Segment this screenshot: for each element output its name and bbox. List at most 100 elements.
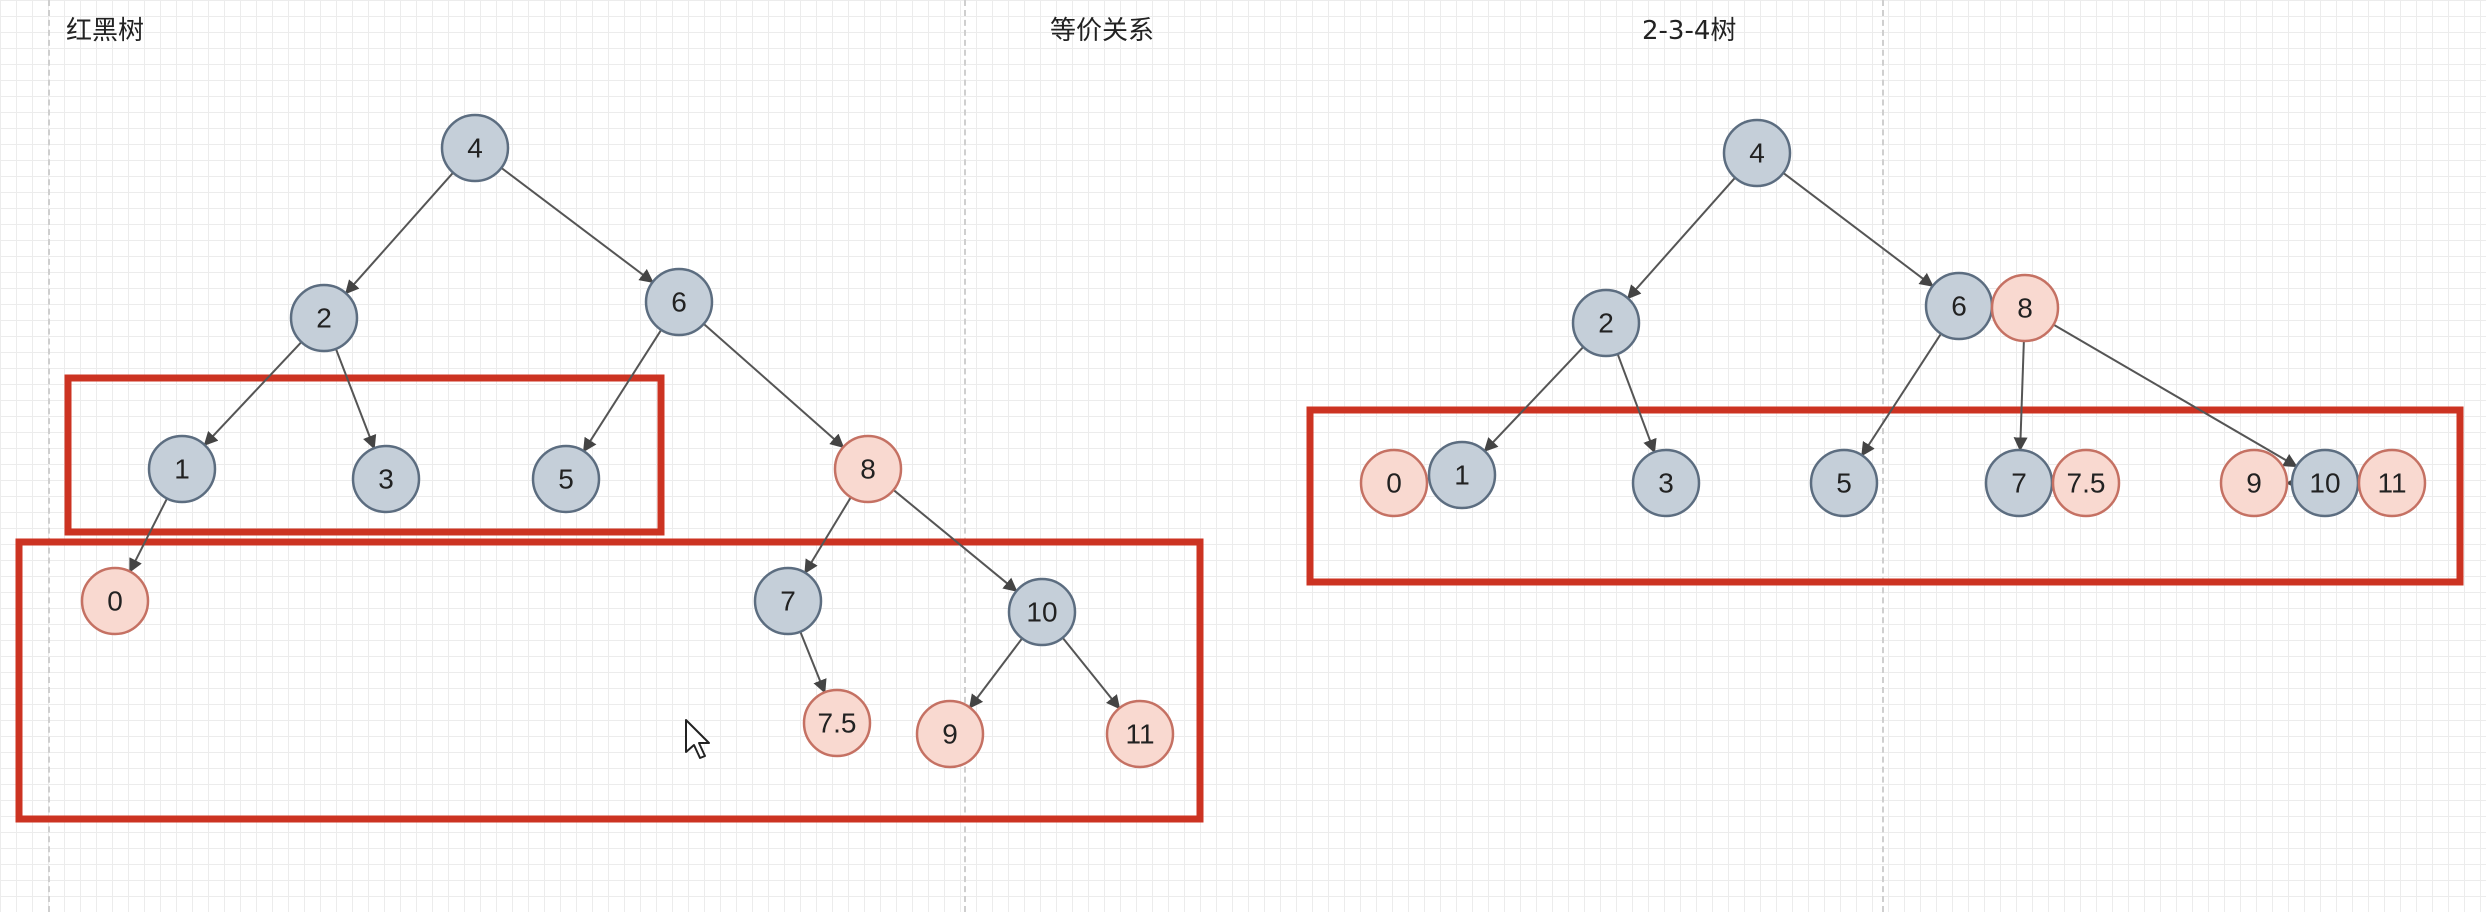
title-234-tree: 2-3-4树 (1642, 16, 1737, 46)
t234-edge-m2-m3 (1616, 353, 1657, 454)
t234-node-label-9: 9 (2246, 468, 2262, 499)
rb-edge-n8-n10 (892, 489, 1018, 592)
rb-node-label-7.5: 7.5 (818, 708, 857, 739)
rb-node-circle-0 (80, 566, 150, 636)
t234-node-circle-7.5 (2051, 448, 2121, 518)
rb-node-circle-9 (915, 699, 985, 769)
t234-node-label-8: 8 (2017, 293, 2033, 324)
t234-node-7: 7 (1984, 448, 2054, 518)
t234-node-circle-11 (2357, 448, 2427, 518)
rb-node-circle-1 (147, 434, 217, 504)
t234-node-label-4: 4 (1749, 138, 1765, 169)
rb-node-2: 2 (289, 283, 359, 353)
rb-edge-n6-n5 (582, 329, 663, 453)
rb-edge-n7-n75 (799, 631, 827, 694)
divider-line-middle (964, 0, 966, 912)
rb-node-label-0: 0 (107, 586, 123, 617)
rb-edge-n10-n9 (969, 637, 1023, 709)
rb-node-label-5: 5 (558, 464, 574, 495)
rb-edge-n2-n3 (334, 348, 377, 450)
t234-node-4: 4 (1722, 118, 1792, 188)
t234-node-circle-2 (1571, 288, 1641, 358)
t234-node-circle-9 (2219, 448, 2289, 518)
rb-node-circle-4 (440, 113, 510, 183)
rb-node-6: 6 (644, 267, 714, 337)
t234-node-5: 5 (1809, 448, 1879, 518)
t234-node-label-5: 5 (1836, 468, 1852, 499)
t234-node-11: 11 (2357, 448, 2427, 518)
rb-node-circle-7 (753, 566, 823, 636)
rb-edge-n6-n8 (703, 323, 845, 449)
t234-node-circle-5 (1809, 448, 1879, 518)
rb-node-7.5: 7.5 (802, 688, 872, 758)
t234-edge-m8-m7 (2013, 340, 2028, 452)
rb-edge-n8-n7 (804, 496, 852, 574)
rb-node-1: 1 (147, 434, 217, 504)
t234-node-3: 3 (1631, 448, 1701, 518)
highlight-box-1 (64, 374, 665, 536)
rb-node-label-1: 1 (174, 454, 190, 485)
rb-edge-n10-n11 (1061, 637, 1121, 710)
t234-node-6: 6 (1924, 271, 1994, 341)
t234-node-label-2: 2 (1598, 308, 1614, 339)
title-red-black-tree: 红黑树 (66, 16, 145, 46)
rb-node-circle-6 (644, 267, 714, 337)
rb-node-4: 4 (440, 113, 510, 183)
t234-node-1: 1 (1427, 440, 1497, 510)
divider-line-left (48, 0, 50, 912)
tree-nodes: 4 2 6 1 3 5 8 0 7 10 7.5 9 11 4 2 6 8 0 1 3 5 7 7.5 9 10 11 (80, 113, 2427, 769)
t234-node-circle-8 (1990, 273, 2060, 343)
rb-node-0: 0 (80, 566, 150, 636)
t234-edge-m4-m2 (1626, 177, 1736, 300)
rb-node-5: 5 (531, 444, 601, 514)
t234-node-label-7.5: 7.5 (2067, 468, 2106, 499)
t234-node-label-6: 6 (1951, 291, 1967, 322)
t234-node-7.5: 7.5 (2051, 448, 2121, 518)
rb-node-label-10: 10 (1026, 597, 1057, 628)
rb-node-label-8: 8 (860, 454, 876, 485)
rb-node-label-7: 7 (780, 586, 796, 617)
t234-edge-m6-m5 (1861, 333, 1942, 457)
rb-node-circle-10 (1007, 577, 1077, 647)
t234-node-label-7: 7 (2011, 468, 2027, 499)
rb-node-label-9: 9 (942, 719, 958, 750)
rb-node-11: 11 (1105, 699, 1175, 769)
rb-node-circle-5 (531, 444, 601, 514)
rb-edge-n2-n1 (203, 341, 303, 446)
rb-node-8: 8 (833, 434, 903, 504)
t234-node-circle-4 (1722, 118, 1792, 188)
tree-edges (129, 167, 2361, 710)
rb-node-9: 9 (915, 699, 985, 769)
highlight-box-2 (15, 538, 1204, 823)
rb-node-7: 7 (753, 566, 823, 636)
rb-node-label-2: 2 (316, 303, 332, 334)
rb-node-label-11: 11 (1125, 719, 1154, 750)
highlight-box-3 (1306, 406, 2464, 586)
t234-node-label-0: 0 (1386, 468, 1402, 499)
rb-node-circle-2 (289, 283, 359, 353)
rb-node-10: 10 (1007, 577, 1077, 647)
t234-node-2: 2 (1571, 288, 1641, 358)
t234-node-9: 9 (2219, 448, 2289, 518)
mouse-cursor-icon (685, 719, 710, 759)
t234-node-8: 8 (1990, 273, 2060, 343)
rb-edge-n4-n6 (500, 167, 654, 283)
t234-node-label-10: 10 (2309, 468, 2340, 499)
rb-node-circle-8 (833, 434, 903, 504)
rb-node-circle-11 (1105, 699, 1175, 769)
t234-node-label-1: 1 (1454, 460, 1470, 491)
t234-node-label-3: 3 (1658, 468, 1674, 499)
rb-node-label-6: 6 (671, 287, 687, 318)
t234-edge-m2-m1 (1483, 346, 1585, 453)
rb-edge-n1-n0 (129, 497, 168, 573)
rb-edge-n4-n2 (344, 172, 454, 295)
t234-edge-m4-m6 (1782, 172, 1934, 287)
t234-node-circle-1 (1427, 440, 1497, 510)
rb-node-label-3: 3 (378, 464, 394, 495)
t234-node-label-11: 11 (2377, 468, 2406, 499)
t234-node-circle-3 (1631, 448, 1701, 518)
rb-node-circle-3 (351, 444, 421, 514)
t234-node-10: 10 (2290, 448, 2360, 518)
t234-node-circle-0 (1359, 448, 1429, 518)
